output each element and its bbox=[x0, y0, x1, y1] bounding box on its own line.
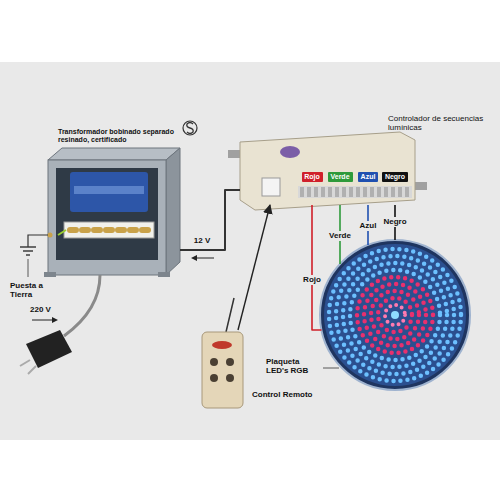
mount-flange bbox=[158, 272, 170, 277]
led-ring bbox=[371, 291, 419, 339]
edge-label: 12 V bbox=[192, 236, 212, 245]
remote-control: Control Remoto bbox=[200, 330, 245, 410]
plate-face bbox=[324, 244, 466, 386]
wire-color-tag: Rojo bbox=[302, 172, 323, 182]
remote-button bbox=[210, 358, 218, 366]
led-ring bbox=[329, 249, 461, 381]
transformer: Transformador bobinado separado resinado… bbox=[48, 148, 180, 275]
plug-pin bbox=[20, 360, 30, 366]
edge-label: Rojo bbox=[301, 275, 323, 284]
led-ring bbox=[385, 305, 405, 325]
wire bbox=[312, 205, 322, 330]
remote-button bbox=[226, 374, 234, 382]
box-top bbox=[48, 148, 180, 160]
callout-label: 220 V bbox=[30, 305, 51, 314]
led-ring bbox=[364, 284, 426, 346]
led-plate: Plaqueta LED's RGB bbox=[320, 240, 470, 390]
tag-text: Rojo bbox=[304, 173, 320, 181]
terminal-blocks bbox=[300, 187, 410, 197]
plug-pin bbox=[28, 366, 36, 374]
tag-text: Azul bbox=[361, 173, 376, 181]
coil-band bbox=[74, 186, 144, 194]
component-label: Plaqueta LED's RGB bbox=[266, 357, 318, 375]
led-ring bbox=[378, 298, 412, 332]
terminal-strip bbox=[64, 222, 154, 238]
tag-text: Verde bbox=[330, 173, 349, 181]
callout-label: Puesta a Tierra bbox=[10, 281, 58, 299]
coil bbox=[70, 172, 148, 212]
box-interior bbox=[56, 168, 158, 260]
cert-ring bbox=[183, 121, 197, 135]
wire-color-tag: Verde bbox=[328, 172, 353, 182]
certification-symbol bbox=[183, 121, 197, 135]
mains-cable bbox=[64, 275, 100, 336]
cable bbox=[180, 190, 240, 250]
edge-label: Azul bbox=[358, 221, 379, 230]
plate-rim bbox=[320, 240, 470, 390]
antenna bbox=[226, 298, 234, 332]
led-plate-drawing bbox=[320, 240, 470, 390]
tag-text: Negro bbox=[385, 173, 405, 181]
remote-button bbox=[226, 358, 234, 366]
input-terminal bbox=[262, 178, 280, 196]
box-side bbox=[166, 148, 180, 275]
leader-line bbox=[28, 259, 29, 277]
led-ring bbox=[350, 270, 440, 360]
logo-sticker bbox=[280, 146, 300, 158]
ground-bar bbox=[26, 254, 30, 255]
ground-wire bbox=[58, 230, 66, 235]
component-label: Control Remoto bbox=[252, 390, 312, 399]
component-label: Transformador bobinado separado resinado… bbox=[58, 128, 176, 144]
remote-drawing bbox=[202, 298, 243, 408]
ground-lead bbox=[28, 235, 48, 247]
led-ring bbox=[336, 256, 454, 374]
terminal-screws bbox=[70, 227, 148, 233]
ground-symbol bbox=[20, 235, 48, 277]
led-ring bbox=[343, 263, 447, 367]
ground-bar bbox=[20, 246, 36, 247]
edge-label: Negro bbox=[381, 217, 408, 226]
controller: Controlador de secuencias lumínicasRojoV… bbox=[240, 135, 415, 205]
remote-button bbox=[210, 374, 218, 382]
box-front bbox=[48, 160, 166, 275]
wire-color-tag: Azul bbox=[358, 172, 378, 182]
component-label: Controlador de secuencias lumínicas bbox=[388, 114, 488, 132]
ground-screw bbox=[48, 233, 53, 238]
signal-arrow bbox=[238, 205, 270, 330]
plug bbox=[26, 330, 72, 368]
transformer-drawing bbox=[44, 148, 180, 277]
voltage-arrowhead bbox=[52, 317, 58, 323]
photo-ground bbox=[0, 62, 500, 440]
voltage-arrow bbox=[32, 320, 54, 321]
output-terminals bbox=[298, 186, 412, 198]
led-ring bbox=[357, 277, 433, 353]
mount-flange bbox=[44, 272, 56, 277]
edge-label: Verde bbox=[327, 231, 353, 240]
voltage-arrowhead bbox=[191, 255, 197, 261]
wire-color-tag: Negro bbox=[382, 172, 408, 182]
remote-logo bbox=[212, 341, 232, 349]
controller-body bbox=[240, 132, 415, 210]
center-led bbox=[391, 311, 399, 319]
leader-line bbox=[323, 368, 339, 369]
connectors bbox=[180, 190, 395, 330]
remote-body bbox=[202, 332, 243, 408]
ground-bar bbox=[23, 250, 33, 251]
voltage-arrow bbox=[196, 258, 214, 259]
cert-mark bbox=[187, 123, 193, 134]
controller-drawing bbox=[228, 132, 427, 210]
